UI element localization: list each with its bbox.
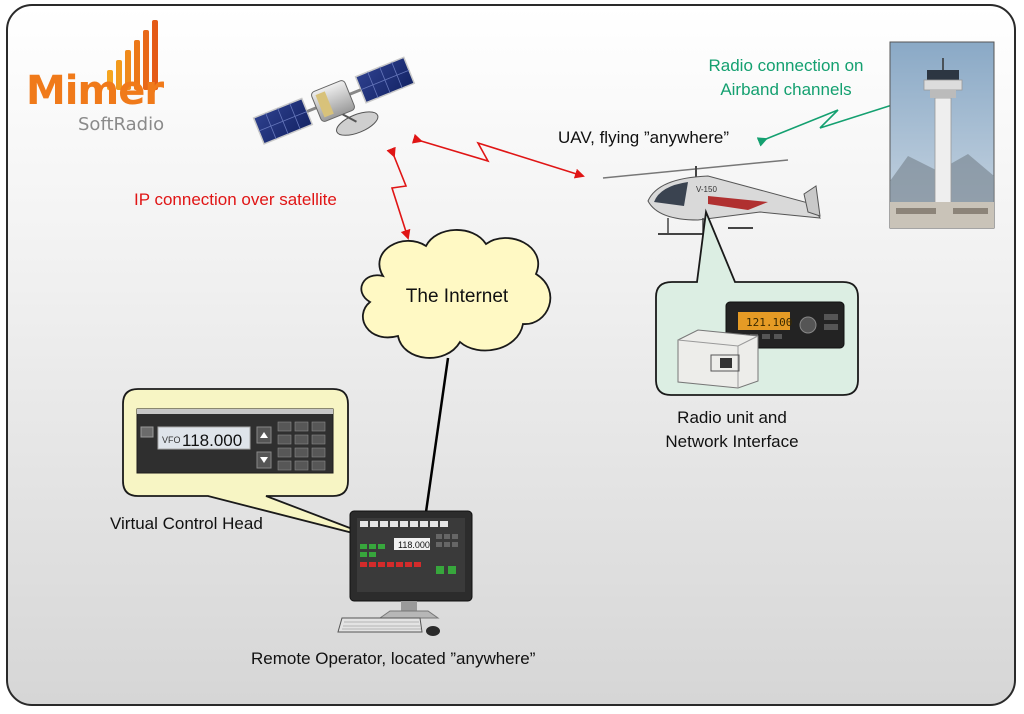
- vch-label: Virtual Control Head: [110, 514, 263, 533]
- network-interface-icon: [677, 329, 759, 389]
- logo-brand: Mimer: [26, 68, 164, 114]
- radio-unit-bubble: 121.100: [655, 208, 859, 396]
- logo-sub: SoftRadio: [78, 114, 165, 135]
- uav-marking: V-150: [696, 185, 717, 194]
- monitor-frequency: 118.000: [398, 540, 430, 550]
- uav-helicopter-icon: V-150: [602, 159, 821, 235]
- internet-cloud: [360, 229, 552, 359]
- virtual-control-head-bubble: VFO 118.000: [122, 388, 385, 542]
- operator-label: Remote Operator, located ”anywhere”: [251, 649, 536, 668]
- operator-computer-icon: 118.000: [337, 510, 473, 636]
- airband-link: [756, 96, 913, 147]
- internet-label: The Internet: [405, 286, 509, 307]
- satellite-icon: [252, 56, 416, 145]
- diagram-canvas: V-150 121.100: [107, 20, 995, 636]
- vfo-frequency: 118.000: [182, 431, 242, 450]
- radio-label-line1: Radio unit and: [677, 408, 787, 427]
- radio-label-line2: Network Interface: [665, 432, 799, 451]
- satellite-link-label: IP connection over satellite: [134, 190, 337, 209]
- diagram-frame: V-150 121.100: [6, 4, 1016, 706]
- satellite-internet-link: [386, 146, 411, 240]
- airband-label-line1: Radio connection on: [708, 56, 864, 75]
- logo-bars-icon: [107, 20, 158, 90]
- airband-label-line2: Airband channels: [720, 80, 852, 99]
- uav-label: UAV, flying ”anywhere”: [558, 128, 730, 147]
- control-tower-image: [889, 41, 995, 229]
- vfo-label: VFO: [162, 435, 181, 445]
- radio-display-text: 121.100: [746, 316, 792, 329]
- satellite-uav-link: [411, 133, 585, 179]
